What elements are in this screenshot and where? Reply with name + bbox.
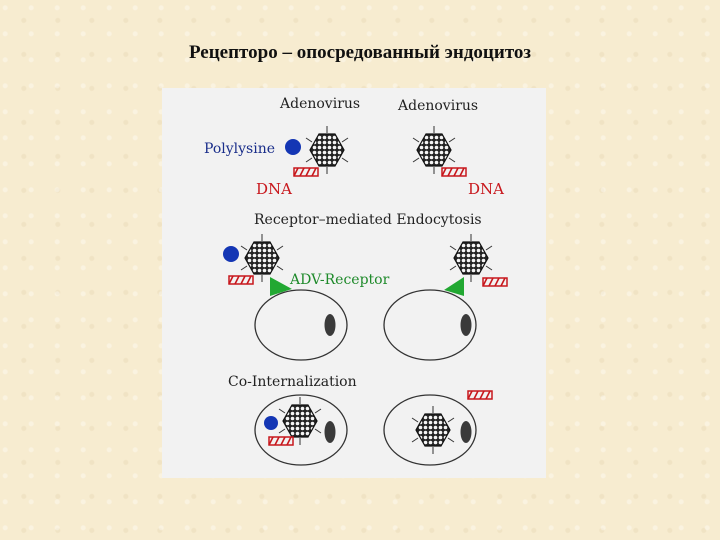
dna-strand-mid-left <box>228 275 254 285</box>
nucleus-mid-right <box>460 314 472 336</box>
label-adenovirus-left: Adenovirus <box>279 96 360 112</box>
adenovirus-mid-right <box>449 233 493 283</box>
nucleus-bottom-right <box>460 421 472 443</box>
adv-receptor-left <box>270 277 292 296</box>
polylysine-ball-mid <box>223 246 239 262</box>
adv-receptor-right <box>444 277 464 296</box>
cell-mid-left <box>254 289 348 361</box>
adenovirus-mid-left <box>240 233 284 283</box>
label-co-internalization: Co-Internalization <box>228 374 357 390</box>
label-dna-left: DNA <box>256 180 292 198</box>
adenovirus-internalized-right <box>411 405 455 455</box>
nucleus-mid-left <box>324 314 336 336</box>
cell-bottom-left <box>254 394 348 466</box>
label-adenovirus-right: Adenovirus <box>397 98 478 114</box>
slide-title: Рецепторо – опосредованный эндоцитоз <box>188 42 532 63</box>
cell-mid-right <box>383 289 477 361</box>
polylysine-ball-internalized <box>264 416 278 430</box>
nucleus-bottom-left <box>324 421 336 443</box>
label-adv-receptor: ADV-Receptor <box>289 272 390 288</box>
label-receptor-mediated-endocytosis: Receptor–mediated Endocytosis <box>254 212 482 228</box>
endocytosis-diagram: Adenovirus Adenovirus Polylysine DNA DNA… <box>162 88 546 478</box>
label-polylysine: Polylysine <box>204 141 275 157</box>
dna-strand-top-left <box>293 167 319 177</box>
dna-strand-mid-right <box>482 277 508 287</box>
dna-strand-outside-right <box>467 390 493 400</box>
polylysine-ball <box>285 139 301 155</box>
dna-strand-top-right <box>441 167 467 177</box>
label-dna-right: DNA <box>468 180 504 198</box>
cell-bottom-right <box>383 394 477 466</box>
dna-strand-internalized-left <box>268 436 294 446</box>
adenovirus-left <box>305 125 349 175</box>
adenovirus-right <box>412 125 456 175</box>
